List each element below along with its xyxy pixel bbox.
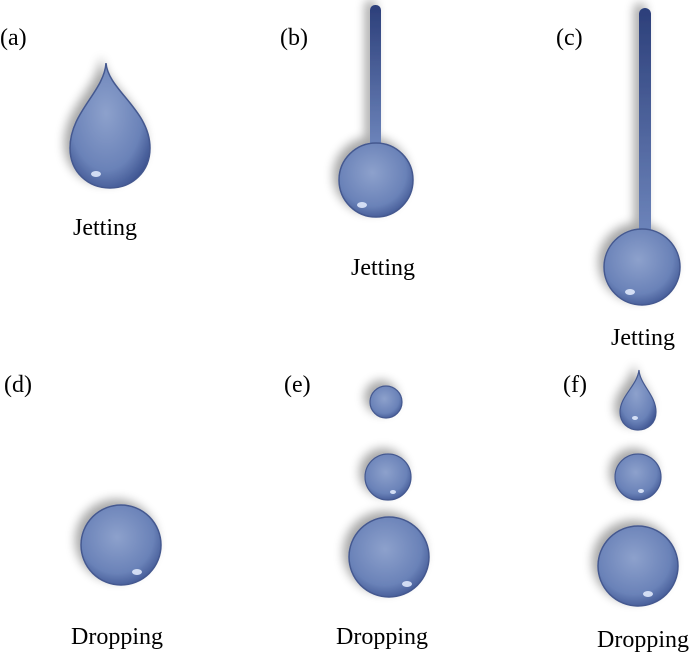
panel-label-d: (d) bbox=[4, 372, 32, 398]
jetting-drop-c bbox=[603, 8, 681, 306]
panel-label-b: (b) bbox=[280, 25, 308, 51]
jetting-drop-a bbox=[69, 62, 151, 189]
caption-b: Jetting bbox=[351, 255, 415, 281]
panel-label-f: (f) bbox=[563, 372, 587, 398]
caption-d: Dropping bbox=[71, 624, 163, 650]
dropping-drop-d bbox=[80, 504, 162, 586]
caption-f: Dropping bbox=[597, 627, 689, 653]
panel-label-e: (e) bbox=[284, 372, 311, 398]
panel-label-c: (c) bbox=[556, 25, 583, 51]
caption-c: Jetting bbox=[611, 325, 675, 351]
caption-e: Dropping bbox=[336, 624, 428, 650]
panel-label-a: (a) bbox=[0, 25, 27, 51]
dropping-drops-f bbox=[597, 369, 679, 607]
dropping-drops-e bbox=[348, 385, 430, 598]
caption-a: Jetting bbox=[73, 215, 137, 241]
jetting-drop-b bbox=[338, 5, 414, 218]
